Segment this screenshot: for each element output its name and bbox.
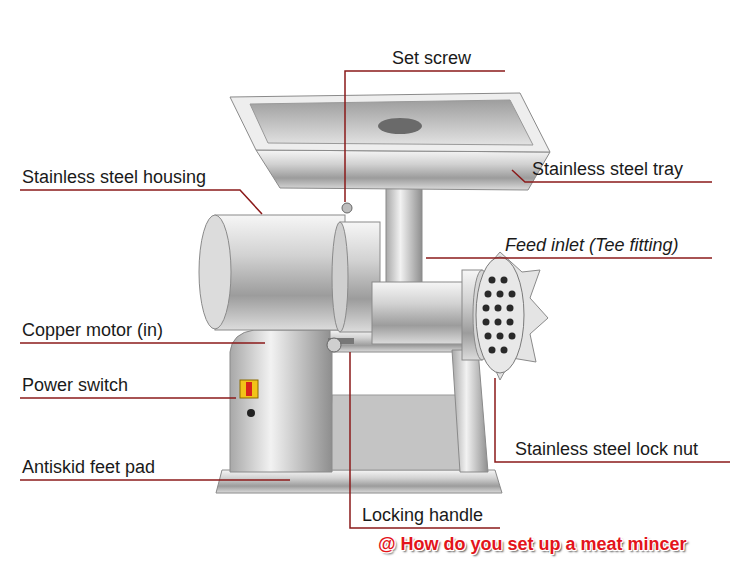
part-label: Locking handle	[362, 504, 483, 526]
leader-lines	[20, 71, 730, 528]
part-label: Stainless steel tray	[532, 158, 683, 180]
machine-drawing	[199, 93, 550, 493]
part-label: Copper motor (in)	[22, 319, 163, 341]
watermark: @ How do you set up a meat mincer	[378, 533, 687, 555]
part-label: Set screw	[392, 47, 471, 69]
part-label: Feed inlet (Tee fitting)	[505, 234, 678, 256]
part-label: Stainless steel lock nut	[515, 438, 698, 460]
part-label: Power switch	[22, 374, 128, 396]
part-label: Stainless steel housing	[22, 166, 206, 188]
part-label: Antiskid feet pad	[22, 456, 155, 478]
